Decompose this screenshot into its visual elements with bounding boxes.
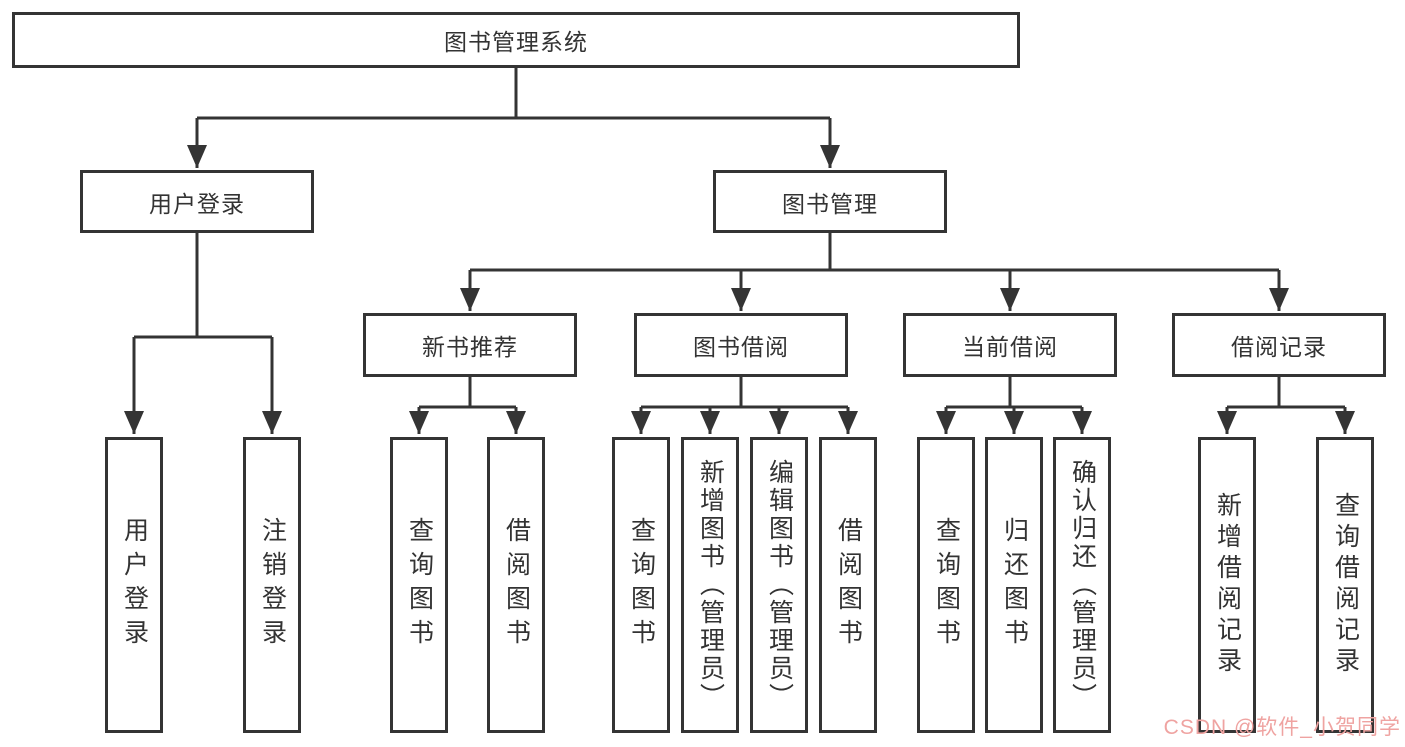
leaf-edit-books-admin: 编辑图书（管理员）: [750, 437, 808, 733]
node-current-borrow: 当前借阅: [903, 313, 1117, 377]
leaf-logout-login: 注销登录: [243, 437, 301, 733]
leaf-query-books: 查询图书: [390, 437, 448, 733]
leaf-add-borrow-record: 新增借阅记录: [1198, 437, 1256, 733]
leaf-confirm-return-admin: 确认归还（管理员）: [1053, 437, 1111, 733]
leaf-borrow-books: 借阅图书: [819, 437, 877, 733]
connector-borrow-records: [1217, 377, 1355, 434]
leaf-borrow-books: 借阅图书: [487, 437, 545, 733]
watermark: CSDN @软件_小贺同学: [1163, 716, 1401, 739]
connector-user-login-branch: [124, 233, 282, 434]
node-book-borrow: 图书借阅: [634, 313, 848, 377]
connector-root-to-level2: [187, 68, 840, 168]
connector-new-book-recommend: [409, 377, 526, 434]
leaf-add-books-admin: 新增图书（管理员）: [681, 437, 739, 733]
leaf-return-books: 归还图书: [985, 437, 1043, 733]
leaf-query-books: 查询图书: [612, 437, 670, 733]
leaf-user-login: 用户登录: [105, 437, 163, 733]
connector-current-borrow: [936, 377, 1092, 434]
leaf-query-borrow-record: 查询借阅记录: [1316, 437, 1374, 733]
node-root: 图书管理系统: [12, 12, 1020, 68]
node-user-login-branch: 用户登录: [80, 170, 314, 233]
node-book-management-branch: 图书管理: [713, 170, 947, 233]
leaf-query-books: 查询图书: [917, 437, 975, 733]
node-borrow-records: 借阅记录: [1172, 313, 1386, 377]
connector-book-borrow: [631, 377, 858, 434]
node-new-book-recommend: 新书推荐: [363, 313, 577, 377]
connector-book-mgmt-to-sections: [460, 233, 1289, 311]
